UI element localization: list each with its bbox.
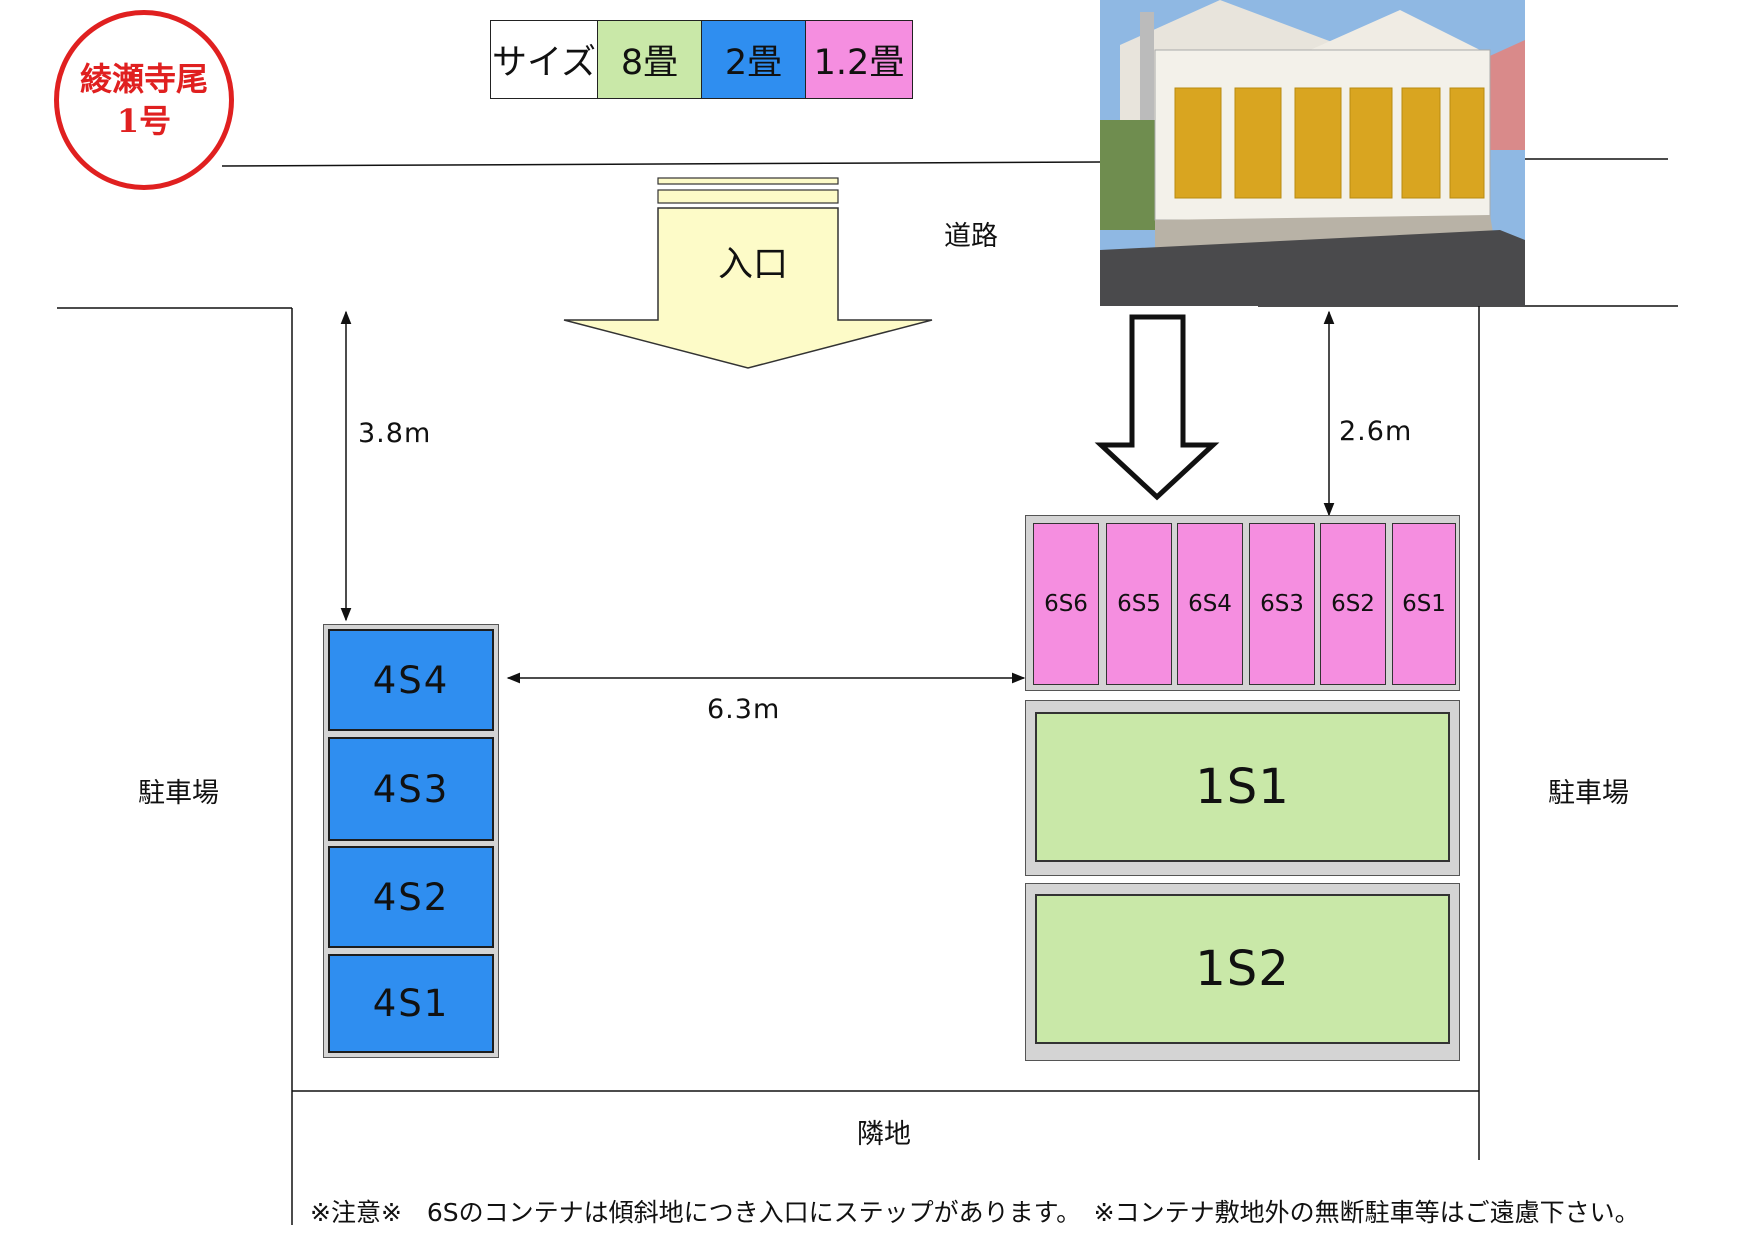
- legend-size-8: 8畳: [598, 21, 702, 98]
- legend-size-1-2: 1.2畳: [806, 21, 912, 98]
- parking-label-left: 駐車場: [138, 778, 219, 809]
- unit-6s3[interactable]: 6S3: [1249, 523, 1315, 685]
- unit-4s4[interactable]: 4S4: [328, 629, 494, 731]
- dimension-label-3-8m: 3.8m: [358, 418, 432, 449]
- unit-6s6[interactable]: 6S6: [1033, 523, 1099, 685]
- unit-6s1[interactable]: 6S1: [1392, 523, 1456, 685]
- road-edge-top: [221, 161, 1101, 167]
- road-label: 道路: [944, 221, 998, 252]
- legend-size-2: 2畳: [702, 21, 806, 98]
- stamp-number: 1号: [116, 102, 172, 140]
- entrance-label: 入口: [718, 245, 789, 285]
- parking-label-right: 駐車場: [1548, 778, 1629, 809]
- unit-1s2[interactable]: 1S2: [1035, 894, 1450, 1044]
- hollow-arrow: [1094, 314, 1220, 501]
- entrance-arrow: [563, 177, 933, 369]
- caution-note: ※注意※ 6Sのコンテナは傾斜地につき入口にステップがあります。 ※コンテナ敷地…: [310, 1198, 1640, 1227]
- site-stamp: 綾瀬寺尾 1号: [54, 10, 234, 190]
- unit-4s1[interactable]: 4S1: [328, 954, 494, 1053]
- dimension-label-6-3m: 6.3m: [707, 694, 781, 725]
- legend-title: サイズ: [491, 21, 598, 98]
- unit-6s2[interactable]: 6S2: [1320, 523, 1386, 685]
- unit-1s1[interactable]: 1S1: [1035, 712, 1450, 862]
- size-legend: サイズ 8畳 2畳 1.2畳: [490, 20, 913, 99]
- site-photo: [1100, 0, 1525, 306]
- container-photo-image: [1100, 0, 1525, 306]
- unit-6s4[interactable]: 6S4: [1177, 523, 1243, 685]
- neighbor-label: 隣地: [857, 1119, 911, 1150]
- stamp-name: 綾瀬寺尾: [79, 60, 208, 98]
- dimension-label-2-6m: 2.6m: [1339, 416, 1413, 447]
- unit-6s5[interactable]: 6S5: [1106, 523, 1172, 685]
- unit-4s2[interactable]: 4S2: [328, 846, 494, 948]
- unit-4s3[interactable]: 4S3: [328, 737, 494, 841]
